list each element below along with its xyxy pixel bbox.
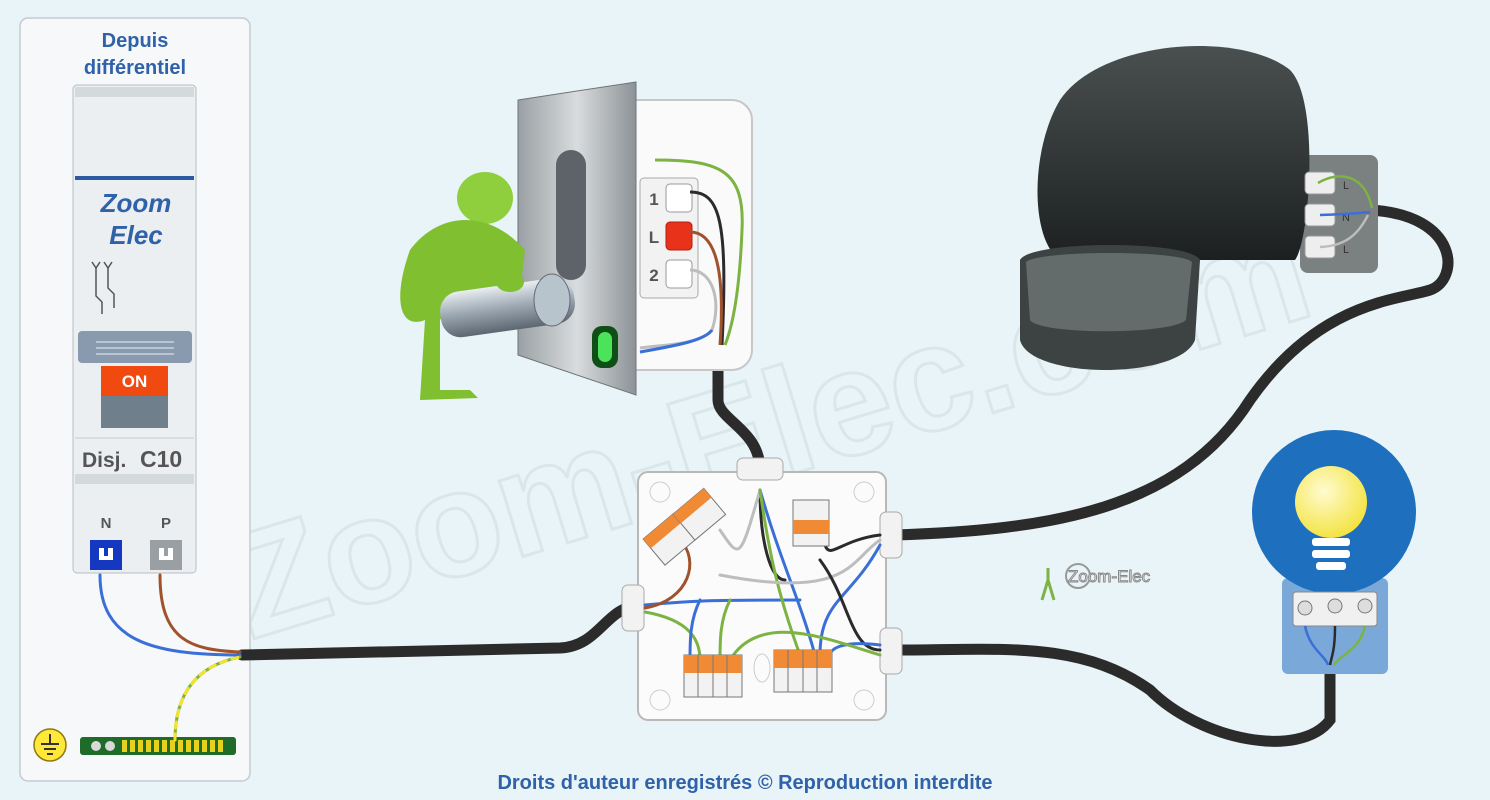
switch-terminal-l: L xyxy=(649,228,659,247)
terminal-p-label: P xyxy=(161,515,171,532)
light-switch: 1 L 2 xyxy=(400,81,753,400)
earth-icon xyxy=(33,728,67,762)
junction-box xyxy=(621,457,903,721)
figure-icon xyxy=(400,172,575,400)
detector-lens xyxy=(1026,253,1192,332)
zoom-elec-logo: Zoom-Elec xyxy=(1040,563,1151,601)
logo-text: Zoom-Elec xyxy=(1068,567,1151,586)
panel-wires xyxy=(98,573,242,742)
copyright-footer: Droits d'auteur enregistrés © Reproducti… xyxy=(497,772,992,794)
motion-detector: L N L xyxy=(1020,45,1378,370)
detector-terminal-2: N xyxy=(1342,212,1350,224)
lamp xyxy=(1252,430,1416,674)
cable-lamp xyxy=(889,643,1336,747)
breaker-on-indicator xyxy=(101,366,168,396)
panel-title-line1: Depuis xyxy=(102,30,169,52)
wire-neutral xyxy=(98,573,242,657)
switch-led-icon xyxy=(598,332,612,362)
breaker-handle[interactable] xyxy=(78,331,192,363)
wire-phase xyxy=(158,573,242,654)
breaker-state-label: ON xyxy=(122,372,148,391)
cable-switch xyxy=(712,342,766,476)
detector-terminal-1: L xyxy=(1343,180,1349,192)
breaker-rating-prefix: Disj. xyxy=(82,449,126,472)
cable-detector xyxy=(889,204,1454,541)
breaker-rating-value: C10 xyxy=(140,446,182,472)
switch-slot xyxy=(556,150,586,280)
panel-title-line2: différentiel xyxy=(84,57,186,79)
breaker-symbol-icon xyxy=(91,261,115,314)
circuit-breaker[interactable]: Zoom Elec ON Disj. C10 N P xyxy=(72,84,197,574)
terminal-n-label: N xyxy=(101,515,112,532)
breaker-brand-line1: Zoom xyxy=(100,188,172,218)
breaker-brand-line2: Elec xyxy=(109,220,163,250)
switch-terminal-2: 2 xyxy=(649,266,658,285)
switch-terminal-1: 1 xyxy=(649,190,658,209)
wago-connectors xyxy=(642,487,833,698)
detector-terminal-3: L xyxy=(1343,244,1349,256)
earth-terminal-bar xyxy=(80,737,236,755)
distribution-panel: Depuis différentiel Zoom Elec ON Disj. xyxy=(19,17,251,782)
lightbulb-icon xyxy=(1295,466,1367,538)
